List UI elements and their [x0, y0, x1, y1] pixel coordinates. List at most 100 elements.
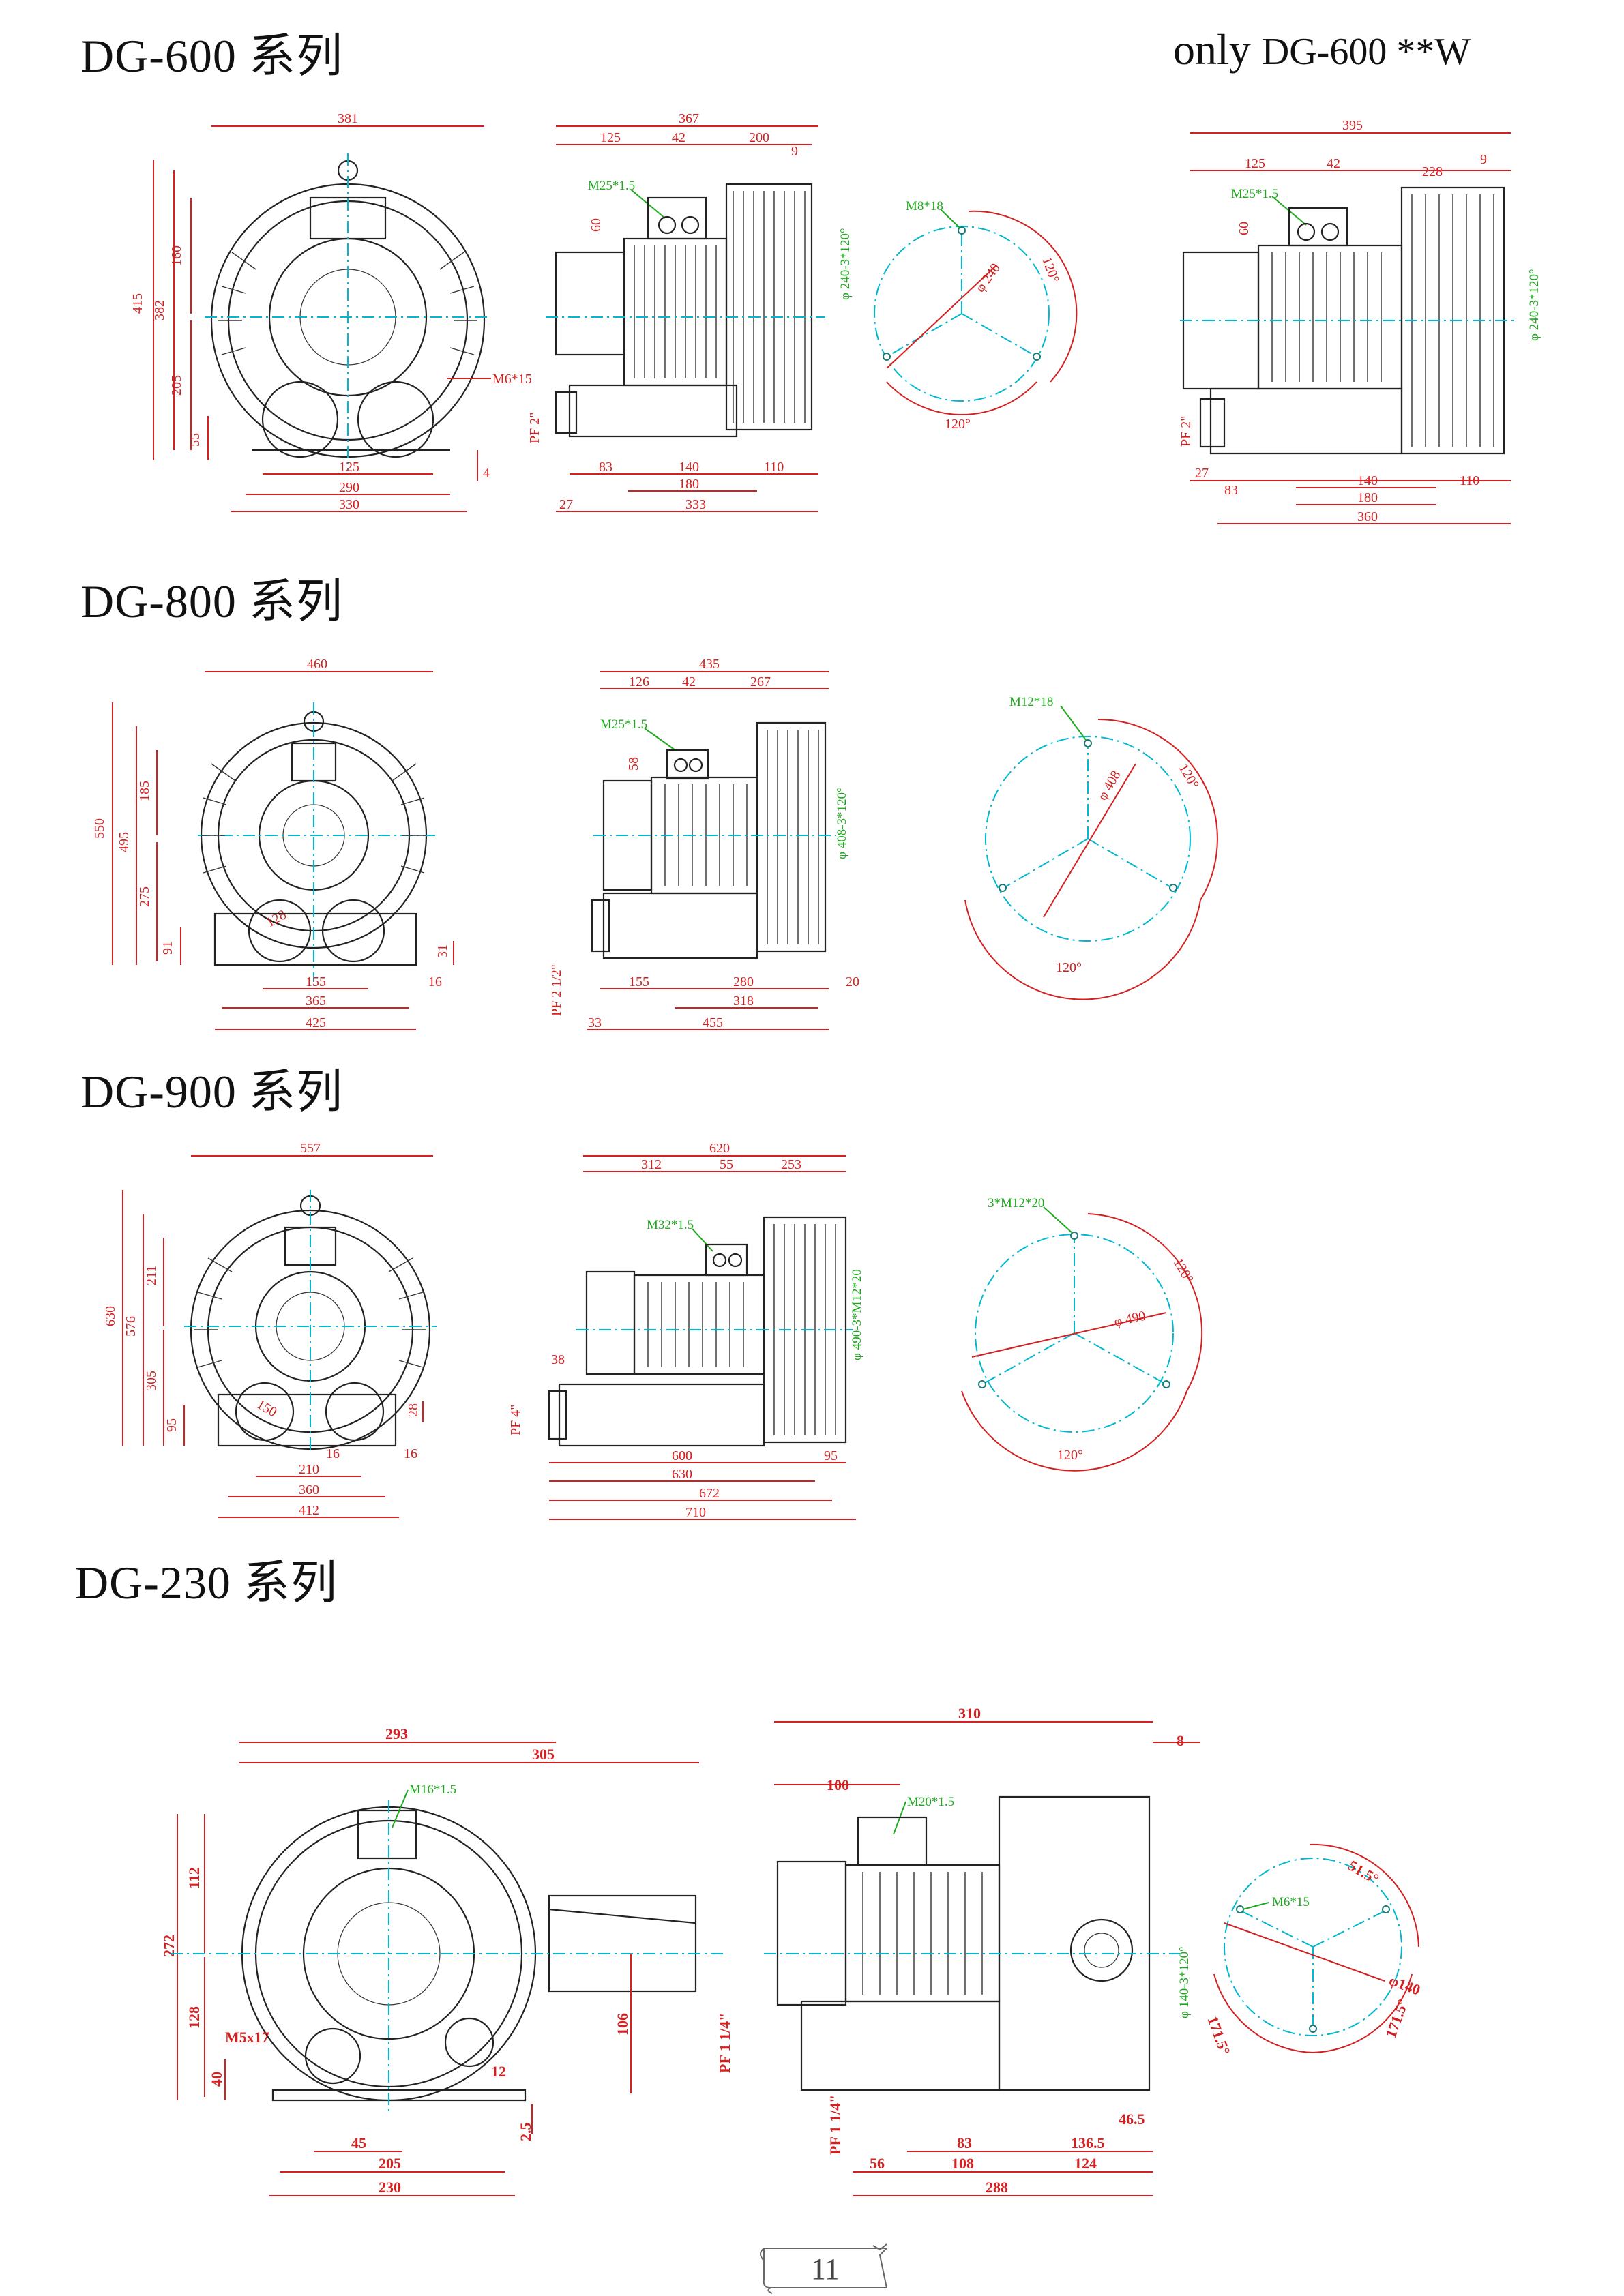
dg800-side-view: 435 126 42 267 M25*1.5 58 φ 408-3*120° P…: [549, 657, 859, 1030]
section-title-dg800: DG-800 系列: [80, 576, 343, 627]
dim-label: 305: [532, 1746, 555, 1763]
thread-label: M25*1.5: [588, 179, 635, 193]
pcd-label: φ 240-3*120°: [838, 228, 853, 300]
dim-label: 124: [1074, 2155, 1097, 2172]
only-note-model: DG-600 **W: [1261, 31, 1471, 73]
dg600-pcd-view: φ 240 120° 120° M8*18: [874, 199, 1078, 432]
dim-label: 155: [629, 974, 649, 989]
bolt-label: M8*18: [906, 199, 943, 213]
dim-label: 33: [588, 1015, 602, 1030]
dim-label: 230: [379, 2179, 401, 2196]
dim-label: 60: [1237, 222, 1252, 235]
dim-label: 425: [306, 1015, 326, 1030]
dim-label: 710: [685, 1505, 706, 1520]
dim-label: 58: [626, 757, 641, 771]
dg800-front-view: 460 550 495 185 275 91 128 31 155 16: [92, 657, 454, 1030]
dim-label: 42: [1327, 156, 1340, 171]
dim-label: 630: [672, 1467, 692, 1482]
pcd-diameter: φ 490: [1112, 1309, 1147, 1330]
dim-label: 395: [1342, 118, 1363, 133]
dim-label: 16: [428, 974, 442, 989]
dim-label: 9: [1480, 152, 1487, 167]
dim-label: 112: [186, 1867, 203, 1889]
dim-label: 312: [641, 1157, 662, 1172]
pcd-angle: 120°: [1176, 762, 1202, 792]
flange-label: PF 2 1/2": [549, 964, 564, 1016]
dim-label: 318: [733, 994, 754, 1009]
pcd-diameter: φ 240: [973, 260, 1003, 295]
dim-label: 125: [339, 460, 359, 475]
dim-label: 91: [160, 941, 175, 955]
thread-label: M25*1.5: [600, 717, 647, 732]
dim-label: 125: [600, 130, 621, 145]
dim-label: 40: [208, 2072, 225, 2087]
dim-label: 412: [299, 1503, 319, 1518]
dim-label: 16: [404, 1446, 417, 1461]
dim-label: 180: [679, 477, 699, 492]
thread-label: M32*1.5: [647, 1218, 694, 1232]
dim-label: 20: [846, 974, 859, 989]
dim-label: 8: [1177, 1732, 1184, 1749]
dim-label: 155: [306, 974, 326, 989]
pcd-label: φ 140-3*120°: [1177, 1946, 1192, 2018]
bolt-label: 3*M12*20: [988, 1196, 1044, 1210]
dim-label: 12: [491, 2063, 506, 2080]
dim-label: 2.5: [517, 2123, 534, 2142]
dim-label: 495: [117, 832, 132, 852]
dg600-front-view: 381 415 382 160 205 55 M6*15 125 29: [130, 111, 532, 512]
dim-label: 381: [338, 111, 358, 126]
dim-label: 455: [703, 1015, 723, 1030]
dim-label: 125: [1245, 156, 1265, 171]
dim-label: 550: [92, 818, 107, 839]
dim-label: 136.5: [1071, 2134, 1105, 2151]
dim-label: 110: [1460, 473, 1479, 488]
dim-label: 228: [1422, 164, 1443, 179]
dim-label: 100: [827, 1776, 849, 1793]
pcd-angle: 120°: [1170, 1256, 1196, 1286]
dim-label: 185: [137, 781, 152, 801]
dg230-side-view: 310 8 100 M20*1.5 φ 140-3*120° PF 1 1/4"…: [764, 1705, 1200, 2196]
dg600-side-view: 367 125 42 200 9 M25*1.5 60 φ: [527, 111, 853, 512]
dim-label: 576: [123, 1316, 138, 1337]
page-number-scroll: [760, 2243, 889, 2294]
dim-label: 367: [679, 111, 699, 126]
dim-label: 200: [749, 130, 769, 145]
dg230-pcd-view: φ140 51.5° 171.5° 171.5° M6*15: [1204, 1843, 1423, 2057]
dim-label: 45: [351, 2134, 366, 2151]
dim-label: 16: [326, 1446, 340, 1461]
dim-label: 365: [306, 994, 326, 1009]
dim-label: 330: [339, 497, 359, 512]
dg900-pcd-view: φ 490 120° 120° 3*M12*20: [961, 1196, 1203, 1472]
dim-label: 382: [152, 300, 167, 320]
dg900-side-view: 620 312 55 253 M32*1.5 38 φ 490-3*M12*20: [508, 1141, 864, 1520]
dim-label: 210: [299, 1462, 319, 1477]
dim-label: 415: [130, 293, 145, 314]
dim-label: 267: [750, 674, 771, 689]
thread-label: M20*1.5: [907, 1795, 954, 1809]
dim-label: 435: [699, 657, 720, 672]
thread-label: M16*1.5: [409, 1783, 456, 1797]
section-title-dg600: DG-600 系列: [80, 30, 343, 82]
dim-label: 126: [629, 674, 649, 689]
pcd-label: φ 240-3*120°: [1527, 269, 1541, 341]
callout-label: M6*15: [492, 372, 532, 387]
dim-label: 31: [435, 944, 450, 958]
pcd-angle: 120°: [1057, 1448, 1083, 1463]
bolt-label: M12*18: [1009, 695, 1053, 709]
dim-label: 160: [169, 245, 184, 266]
dim-label: 310: [958, 1705, 981, 1722]
pcd-label: φ 490-3*M12*20: [850, 1269, 864, 1360]
page-number: 11: [810, 2252, 840, 2286]
dim-label: 83: [957, 2134, 972, 2151]
thread-label: M25*1.5: [1231, 187, 1278, 201]
pcd-angle: 120°: [945, 417, 971, 432]
dim-label: 290: [339, 480, 359, 495]
pcd-angle: 171.5°: [1382, 1997, 1411, 2040]
dim-label: 55: [720, 1157, 733, 1172]
dg600w-side-view: 395 125 42 228 9 M25*1.5 60 φ: [1179, 118, 1541, 524]
dim-label: 333: [685, 497, 706, 512]
pcd-angle: 120°: [1056, 960, 1082, 975]
pcd-angle: 171.5°: [1204, 2014, 1233, 2057]
dim-label: 42: [682, 674, 696, 689]
